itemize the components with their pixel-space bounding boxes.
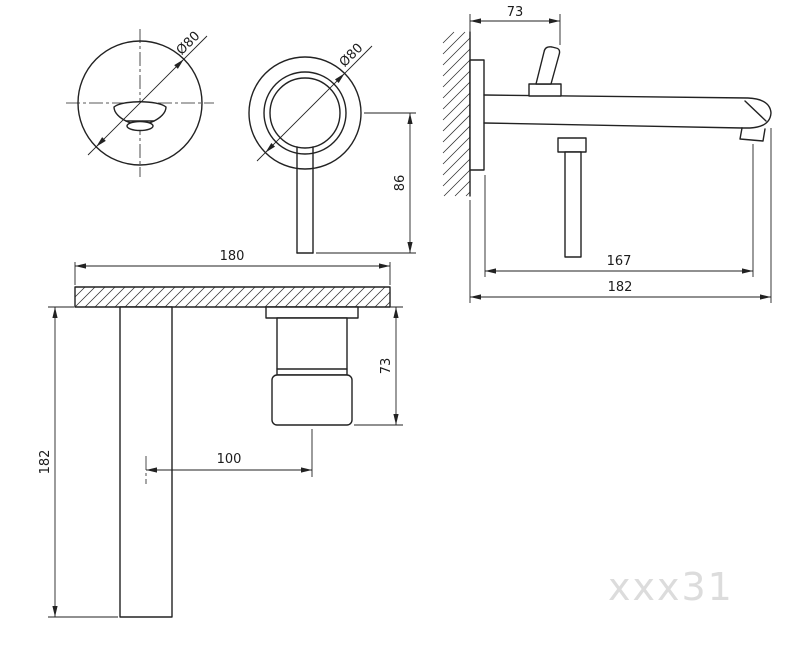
dim-label-handle-diameter: Ø80 [337,41,367,71]
escutcheon-circle [77,40,203,166]
dim-ext-handle-diameter [344,45,373,74]
supply-pipe [564,151,582,258]
dim-line-spout-diameter [95,58,185,148]
spout-top-profile [483,94,772,129]
spout-bottom-profile [483,122,743,129]
valve-collar [557,137,587,153]
plate-section-hatching [74,286,391,308]
dim-label-167: 167 [607,254,632,269]
dim-label-73-plan: 73 [379,358,394,375]
plate-section-strip [74,286,391,308]
dim-ext-spout-diameter [183,35,208,60]
side-view [469,31,772,258]
spout-nose-line [744,100,767,122]
dim-line-handle-diameter [265,73,345,153]
dim-label-100: 100 [217,452,242,467]
lever-base [528,83,562,97]
dim-tail-handle-diameter [256,152,266,162]
handle-escutcheon-circle [248,56,362,170]
wall-hatching [442,31,471,197]
dimensions: Ø80 Ø80 86 73 167 182 180 [38,5,772,618]
lever-handle-side [535,46,561,85]
dim-label-182-side: 182 [608,280,633,295]
handle-front-view [248,56,362,254]
spout-nozzle-dome [113,101,167,122]
plan-view [74,286,391,618]
dim-label-180: 180 [220,249,245,264]
handle-plan-knob [271,374,353,426]
spout-outlet-tip [739,127,766,142]
dim-label-86: 86 [393,175,408,192]
dim-tail-spout-diameter [87,146,97,156]
dim-label-73: 73 [507,5,524,20]
handle-plan-body [276,317,348,376]
wall-plate-side [469,59,485,171]
watermark-text: xxx31 [608,565,734,609]
dim-label-182-plan: 182 [38,450,53,475]
spout-aerator-ellipse [126,120,154,132]
handle-ring-outer [263,71,347,155]
handle-plan-flange [265,306,359,319]
